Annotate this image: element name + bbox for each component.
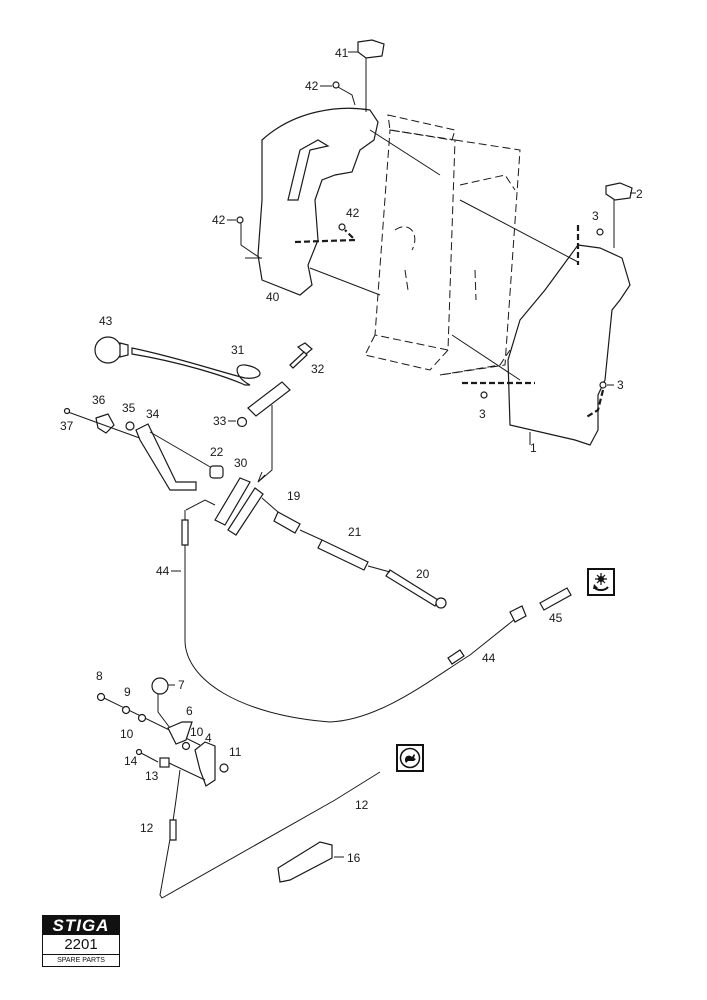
hare-fast-icon xyxy=(399,747,421,769)
plate-part-6 xyxy=(167,721,193,745)
label-3c: 3 xyxy=(479,407,486,421)
tube-sleeve xyxy=(247,381,291,483)
label-31: 31 xyxy=(231,343,245,357)
clip-part-13 xyxy=(159,757,206,781)
screw-42-mid xyxy=(294,223,358,244)
screw-part-14 xyxy=(135,748,159,763)
label-3b: 3 xyxy=(617,378,624,392)
label-37: 37 xyxy=(60,419,74,433)
label-41: 41 xyxy=(335,46,349,60)
label-45: 45 xyxy=(549,611,563,625)
label-22: 22 xyxy=(210,445,224,459)
label-10b: 10 xyxy=(190,725,204,739)
label-44b: 44 xyxy=(482,651,496,665)
label-2: 2 xyxy=(636,187,643,201)
brand-name: STIGA xyxy=(43,916,119,935)
label-40: 40 xyxy=(266,290,280,304)
label-34: 34 xyxy=(146,407,160,421)
label-8: 8 xyxy=(96,669,103,683)
label-32: 32 xyxy=(311,362,325,376)
screw-42-left xyxy=(236,216,261,259)
label-42a: 42 xyxy=(305,79,319,93)
label-16: 16 xyxy=(347,851,361,865)
bolt-part-32 xyxy=(289,342,313,369)
label-3a: 3 xyxy=(592,209,599,223)
bracket-part-34 xyxy=(135,423,213,491)
lever-knob-part-43 xyxy=(94,336,129,364)
label-35: 35 xyxy=(122,401,136,415)
label-14: 14 xyxy=(124,754,138,768)
control-cable-part-44 xyxy=(181,499,527,723)
screws-3 xyxy=(451,199,607,419)
label-42b: 42 xyxy=(212,213,226,227)
housing-frame-dashed xyxy=(364,114,521,376)
label-4: 4 xyxy=(205,731,212,745)
hare-symbol-box xyxy=(396,744,424,772)
choke-symbol-box xyxy=(587,568,615,596)
link-plates-part-30 xyxy=(214,477,264,536)
label-6: 6 xyxy=(186,704,193,718)
label-11: 11 xyxy=(229,745,242,759)
label-44a: 44 xyxy=(156,564,170,578)
bushing-part-22 xyxy=(209,465,224,479)
label-9: 9 xyxy=(124,685,131,699)
label-12a: 12 xyxy=(140,821,154,835)
left-cap-part-41 xyxy=(357,39,385,112)
nut-part-33 xyxy=(236,416,248,428)
right-cap-part-2 xyxy=(605,182,633,248)
label-43: 43 xyxy=(99,314,113,328)
spring-part-45 xyxy=(539,587,572,611)
label-12b: 12 xyxy=(355,798,369,812)
label-7: 7 xyxy=(178,678,185,692)
label-1: 1 xyxy=(530,441,537,455)
label-36: 36 xyxy=(92,393,106,407)
brand-subtitle: SPARE PARTS xyxy=(57,957,105,964)
washer-part-10a xyxy=(137,713,147,723)
label-42c: 42 xyxy=(346,206,360,220)
right-cover-part-1 xyxy=(507,244,631,446)
nut-part-11 xyxy=(219,763,229,773)
cable-bracket-part-16 xyxy=(277,841,333,883)
brand-code: 2201 xyxy=(43,935,119,955)
label-13: 13 xyxy=(145,769,159,783)
lever-part-31 xyxy=(131,347,261,386)
bracket-part-4 xyxy=(194,741,216,787)
bolt-part-20 xyxy=(367,565,447,609)
label-21: 21 xyxy=(348,525,362,539)
nut-part-35 xyxy=(125,421,135,431)
sleeve-part-21 xyxy=(299,529,369,571)
nut-part-9 xyxy=(121,705,131,715)
label-10a: 10 xyxy=(120,727,134,741)
left-cover-part-40 xyxy=(245,107,441,296)
label-30: 30 xyxy=(234,456,248,470)
switch-part-36 xyxy=(63,407,146,441)
spacer-part-19 xyxy=(261,497,301,534)
throttle-cable-part-12 xyxy=(159,769,381,899)
label-19: 19 xyxy=(287,489,301,503)
callout-labels: 1 2 3 3 3 4 6 7 8 9 10 10 11 12 12 13 14… xyxy=(60,46,643,865)
stiga-logo: STIGA 2201 SPARE PARTS xyxy=(42,915,120,967)
screw-42-top xyxy=(332,81,356,106)
label-33: 33 xyxy=(213,414,227,428)
throttle-knob-part-7 xyxy=(151,677,171,729)
washer-part-10b xyxy=(181,741,191,751)
label-20: 20 xyxy=(416,567,430,581)
choke-rotation-icon xyxy=(593,573,609,591)
